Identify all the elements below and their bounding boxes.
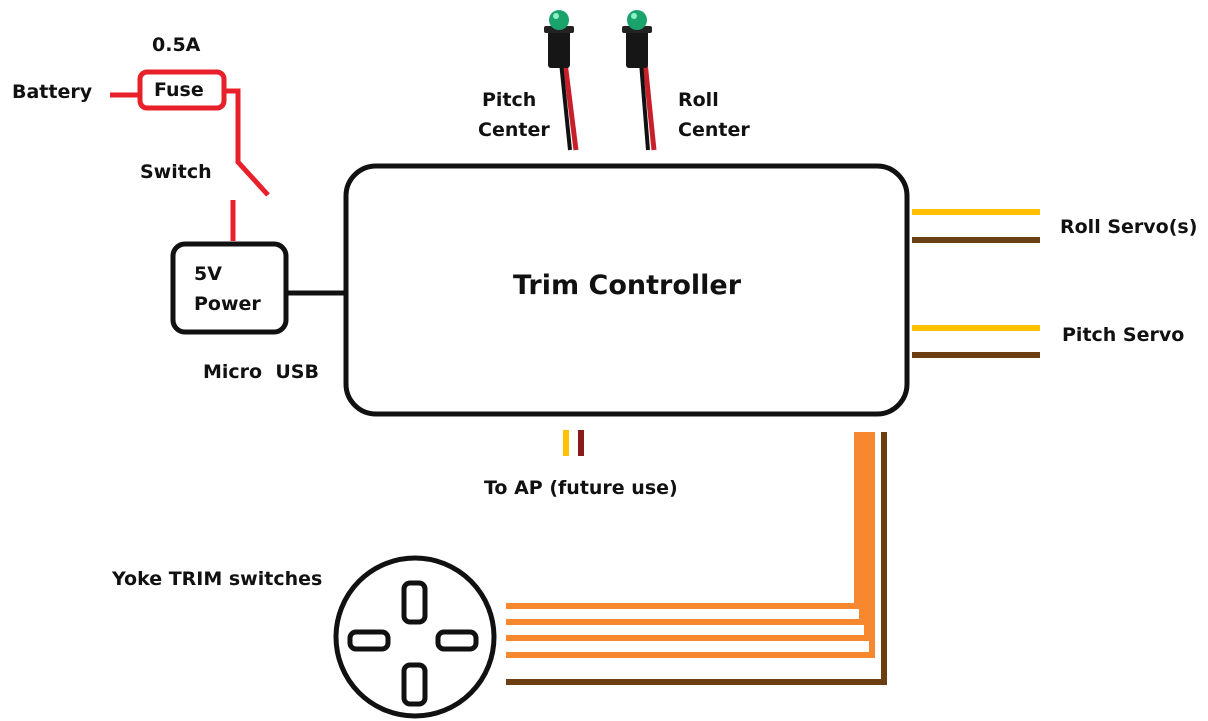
yoke-ground-wire bbox=[506, 432, 887, 685]
power-supply-line2: Power bbox=[194, 293, 261, 315]
yoke-trim-label: Yoke TRIM switches bbox=[112, 568, 323, 590]
yoke-wire-1 bbox=[506, 432, 860, 609]
power-supply-box bbox=[170, 241, 289, 335]
fuse-rating-label: 0.5A bbox=[152, 34, 201, 56]
battery-label: Battery bbox=[12, 81, 93, 103]
trim-controller-box bbox=[343, 163, 910, 417]
roll-center-led bbox=[622, 10, 657, 151]
fuse-label: Fuse bbox=[154, 79, 204, 101]
roll-servo-label: Roll Servo(s) bbox=[1060, 216, 1198, 238]
roll-center-label-line2: Center bbox=[678, 119, 750, 141]
micro-usb-label: Micro USB bbox=[203, 361, 319, 383]
pitch-center-led bbox=[544, 10, 579, 151]
switch-wire bbox=[224, 88, 270, 197]
switch-label: Switch bbox=[140, 161, 212, 183]
ap-label: To AP (future use) bbox=[484, 477, 678, 499]
pitch-center-label-line2: Center bbox=[478, 119, 550, 141]
power-supply-line1: 5V bbox=[194, 263, 222, 285]
trim-controller-title: Trim Controller bbox=[512, 270, 742, 301]
yoke-wire-3 bbox=[506, 432, 870, 641]
yoke-wire-4 bbox=[506, 432, 875, 658]
roll-center-label-line1: Roll bbox=[678, 89, 719, 111]
yoke-trim-switch-icon bbox=[333, 555, 497, 719]
yoke-wire-2 bbox=[506, 432, 865, 625]
pitch-servo-label: Pitch Servo bbox=[1062, 324, 1185, 346]
pitch-center-label-line1: Pitch bbox=[482, 89, 537, 111]
